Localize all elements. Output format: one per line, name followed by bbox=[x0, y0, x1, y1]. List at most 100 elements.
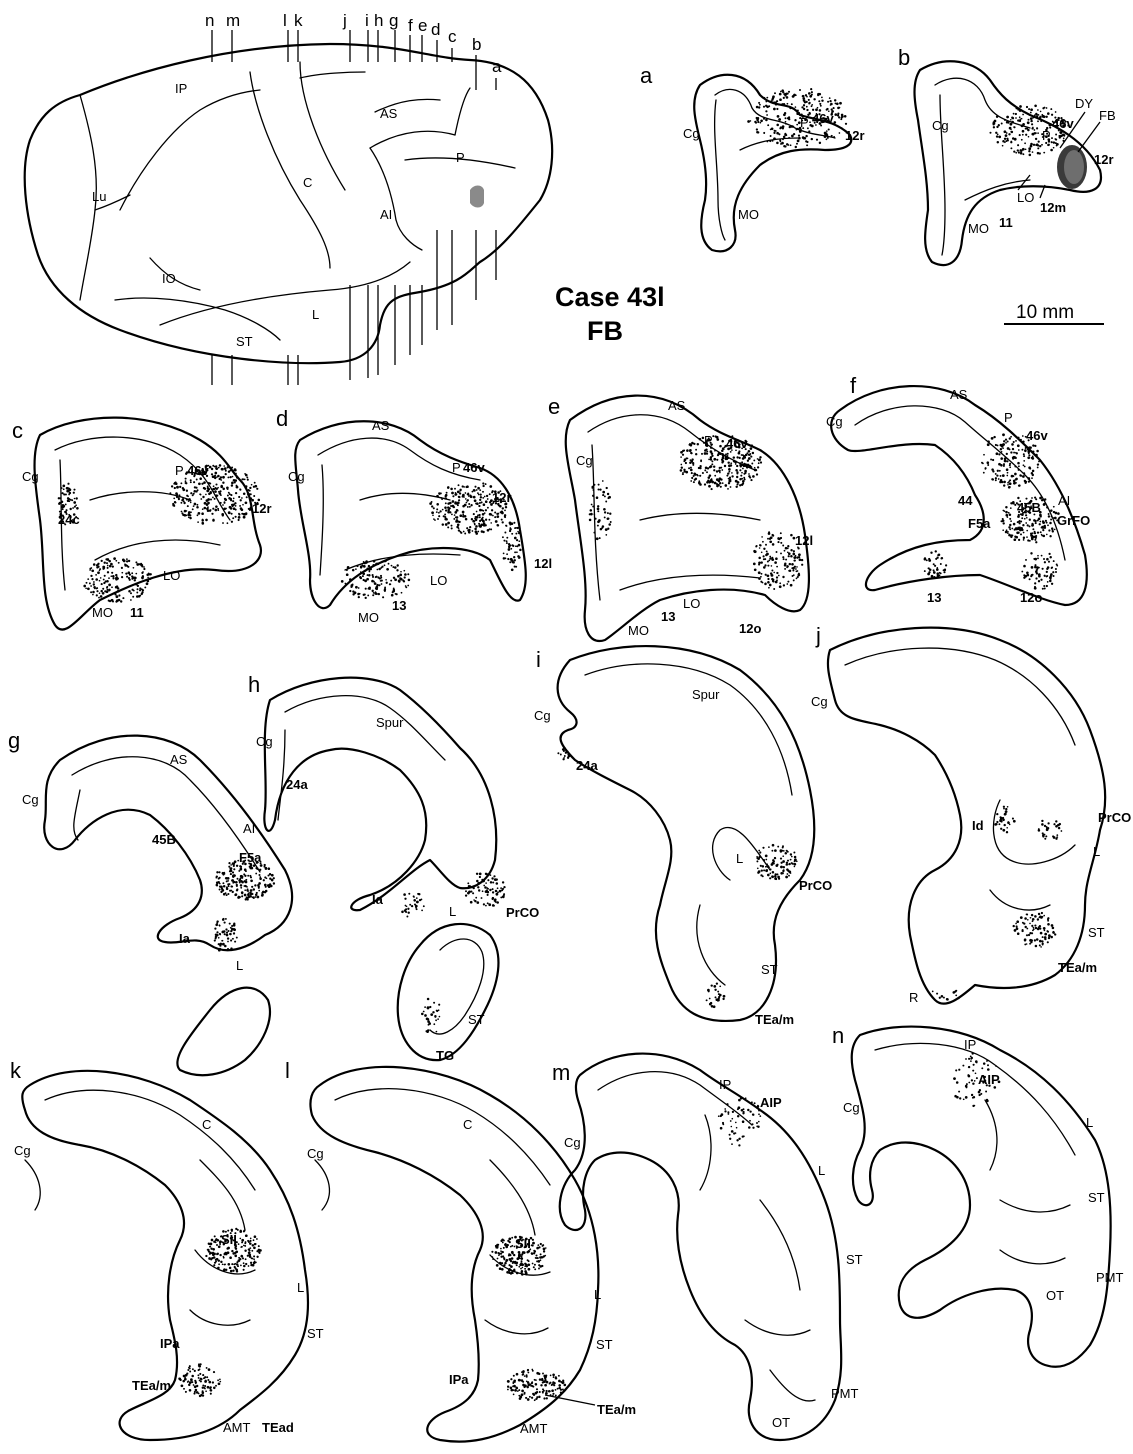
labeled-cell-dot bbox=[1004, 138, 1006, 140]
labeled-cell-dot bbox=[407, 585, 409, 587]
labeled-cell-dot bbox=[128, 590, 131, 593]
labeled-cell-dot bbox=[459, 531, 461, 533]
labeled-cell-dot bbox=[486, 891, 489, 894]
labeled-cell-dot bbox=[558, 1384, 561, 1387]
labeled-cell-dot bbox=[1032, 470, 1035, 473]
labeled-cell-dot bbox=[1049, 124, 1052, 127]
labeled-cell-dot bbox=[243, 1269, 245, 1271]
labeled-cell-dot bbox=[436, 511, 438, 513]
labeled-cell-dot bbox=[793, 863, 796, 866]
labeled-cell-dot bbox=[685, 471, 688, 474]
labeled-cell-dot bbox=[724, 1108, 726, 1110]
labeled-cell-dot bbox=[555, 1395, 557, 1397]
labeled-cell-dot bbox=[86, 582, 88, 584]
labeled-cell-dot bbox=[747, 120, 750, 123]
labeled-cell-dot bbox=[776, 124, 779, 127]
labeled-cell-dot bbox=[811, 91, 813, 93]
labeled-cells-c-11 bbox=[83, 557, 152, 602]
labeled-cell-dot bbox=[218, 467, 220, 469]
labeled-cell-dot bbox=[1002, 518, 1004, 520]
labeled-cell-dot bbox=[555, 1389, 557, 1391]
labeled-cell-dot bbox=[217, 1267, 220, 1270]
labeled-cell-dot bbox=[495, 878, 497, 880]
labeled-cell-dot bbox=[526, 1376, 528, 1378]
labeled-cell-dot bbox=[745, 454, 748, 457]
labeled-cell-dot bbox=[738, 1099, 741, 1102]
labeled-cell-dot bbox=[397, 564, 399, 566]
level-letter-e: e bbox=[418, 16, 427, 35]
labeled-cell-dot bbox=[769, 557, 771, 559]
labeled-cell-dot bbox=[973, 1064, 975, 1066]
level-letter-c: c bbox=[448, 27, 457, 46]
labeled-cell-dot bbox=[216, 934, 218, 936]
labeled-cell-dot bbox=[1012, 817, 1014, 819]
labeled-cell-dot bbox=[1027, 456, 1030, 459]
labeled-cell-dot bbox=[1017, 515, 1020, 518]
labeled-cell-dot bbox=[688, 467, 690, 469]
labeled-cell-dot bbox=[754, 467, 756, 469]
labeled-cell-dot bbox=[472, 491, 474, 493]
labeled-cell-dot bbox=[490, 881, 492, 883]
labeled-cell-dot bbox=[111, 599, 113, 601]
labeled-cell-dot bbox=[1031, 477, 1033, 479]
labeled-cell-dot bbox=[540, 1259, 542, 1261]
labeled-cell-dot bbox=[459, 492, 461, 494]
labeled-cell-dot bbox=[176, 486, 179, 489]
labeled-cell-dot bbox=[429, 1006, 431, 1008]
labeled-cell-dot bbox=[1032, 930, 1034, 932]
labeled-cell-dot bbox=[238, 514, 240, 516]
labeled-cell-dot bbox=[723, 995, 726, 998]
labeled-cell-dot bbox=[511, 1237, 513, 1239]
labeled-cell-dot bbox=[404, 909, 406, 911]
labeled-cell-dot bbox=[527, 1398, 530, 1401]
labeled-cell-dot bbox=[1035, 927, 1037, 929]
labeled-cell-dot bbox=[972, 1070, 974, 1072]
labeled-cell-dot bbox=[1030, 552, 1032, 554]
labeled-cell-dot bbox=[531, 1382, 533, 1384]
labeled-cell-dot bbox=[237, 1263, 239, 1265]
labeled-cell-dot bbox=[518, 1266, 520, 1268]
labeled-cell-dot bbox=[416, 897, 418, 899]
labeled-cell-dot bbox=[1000, 475, 1002, 477]
labeled-cell-dot bbox=[136, 595, 139, 598]
labeled-cell-dot bbox=[736, 465, 738, 467]
labeled-cell-dot bbox=[527, 1372, 529, 1374]
labeled-cells-m-AIP bbox=[718, 1097, 761, 1146]
labeled-cell-dot bbox=[510, 1387, 513, 1390]
labeled-cell-dot bbox=[839, 102, 842, 105]
labeled-cell-dot bbox=[474, 486, 476, 488]
labeled-cell-dot bbox=[1029, 923, 1031, 925]
labeled-cell-dot bbox=[484, 496, 486, 498]
section-letter-k: k bbox=[10, 1058, 22, 1083]
labeled-cell-dot bbox=[188, 1384, 190, 1386]
labeled-cell-dot bbox=[226, 888, 229, 891]
labeled-cell-dot bbox=[512, 1262, 514, 1264]
labeled-cell-dot bbox=[218, 1263, 220, 1265]
labeled-cell-dot bbox=[725, 457, 728, 460]
labeled-cell-dot bbox=[719, 995, 721, 997]
labeled-cell-dot bbox=[118, 562, 120, 564]
labeled-cells-g-Ia bbox=[214, 918, 238, 952]
labeled-cell-dot bbox=[178, 498, 180, 500]
labeled-cell-dot bbox=[719, 482, 721, 484]
labeled-cell-dot bbox=[756, 128, 758, 130]
labeled-cell-dot bbox=[196, 506, 199, 509]
label-Cg: Cg bbox=[932, 118, 949, 133]
labeled-cell-dot bbox=[682, 454, 684, 456]
labeled-cell-dot bbox=[484, 886, 487, 889]
labeled-cell-dot bbox=[1029, 154, 1032, 157]
labeled-cell-dot bbox=[230, 873, 232, 875]
labeled-cell-dot bbox=[216, 488, 218, 490]
labeled-cell-dot bbox=[786, 862, 788, 864]
labeled-cell-dot bbox=[752, 1113, 754, 1115]
labeled-cell-dot bbox=[68, 500, 70, 502]
labeled-cell-dot bbox=[83, 585, 86, 588]
section-letter-j: j bbox=[815, 623, 821, 648]
labeled-cell-dot bbox=[534, 1379, 536, 1381]
labeled-cell-dot bbox=[1020, 152, 1023, 155]
labeled-cell-dot bbox=[136, 592, 138, 594]
labeled-cell-dot bbox=[180, 502, 182, 504]
labeled-cell-dot bbox=[1037, 519, 1039, 521]
labeled-cell-dot bbox=[716, 459, 718, 461]
labeled-cell-dot bbox=[502, 1251, 504, 1253]
